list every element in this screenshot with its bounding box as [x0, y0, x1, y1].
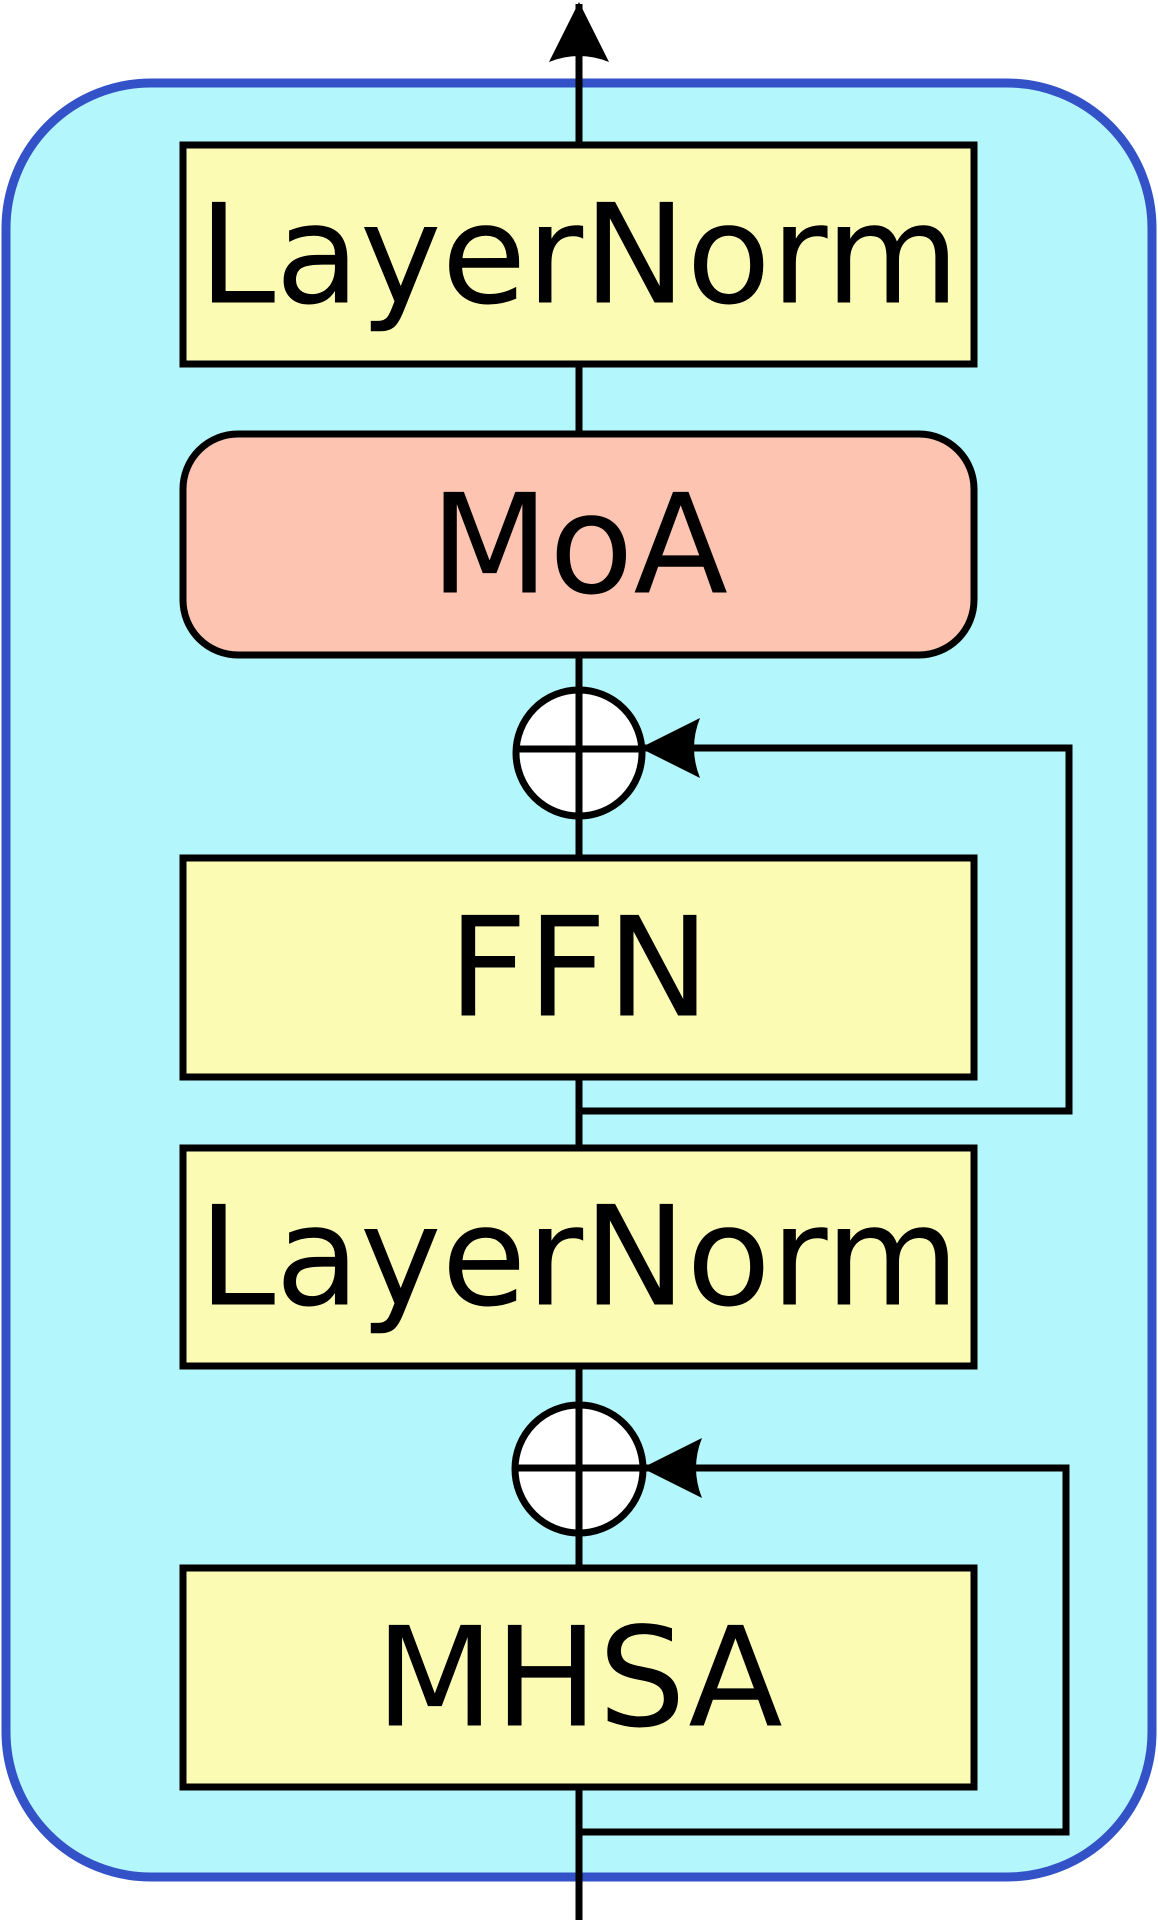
moa-block: MoA [179, 430, 978, 659]
layernorm-top-label: LayerNorm [198, 175, 959, 336]
moa-label: MoA [430, 465, 728, 626]
skip-connection-ffn [579, 718, 1073, 1115]
ffn-label: FFN [448, 888, 710, 1049]
mhsa-label: MHSA [375, 1598, 782, 1759]
layernorm-bottom-label: LayerNorm [198, 1177, 959, 1338]
ffn-block: FFN [179, 854, 978, 1081]
mhsa-block: MHSA [179, 1564, 978, 1791]
layernorm-top-block: LayerNorm [179, 141, 978, 368]
residual-add-icon-upper [512, 686, 646, 820]
residual-add-icon-lower [511, 1401, 647, 1537]
skip-connection-mhsa [579, 1438, 1070, 1836]
layernorm-bottom-block: LayerNorm [179, 1144, 978, 1370]
